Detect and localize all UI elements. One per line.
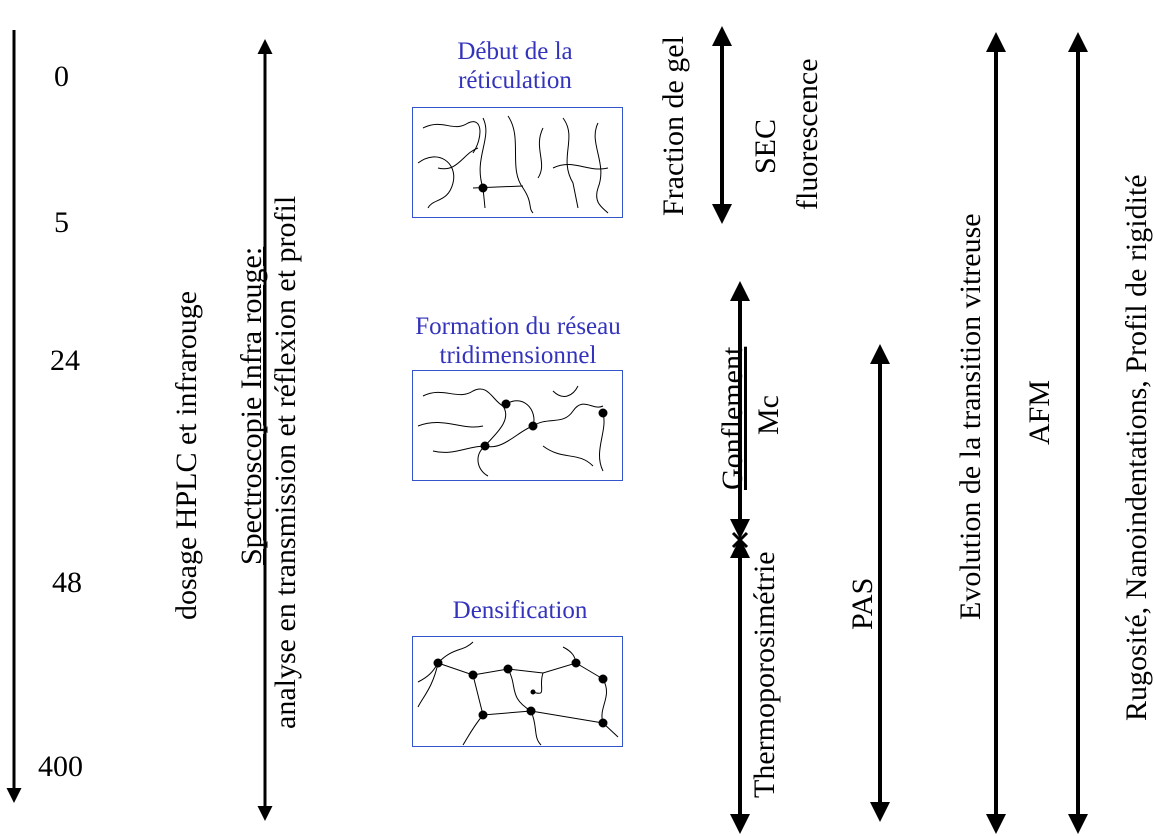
time-tick-0: 0 — [54, 60, 69, 93]
hplc-label: dosage HPLC et infrarouge — [170, 290, 203, 620]
stage-2-network-image — [412, 370, 623, 481]
swelling-label: Gonflement — [716, 346, 749, 490]
stage-1-title: Début de la réticulation — [410, 38, 620, 96]
stage-2-title-line2: tridimensionnel — [439, 341, 597, 369]
stage-1-network-image — [412, 107, 623, 218]
mc-label: Mc — [752, 395, 785, 435]
stage-1-title-line1: Début de la — [457, 38, 573, 65]
afm-label: AFM — [1023, 379, 1056, 445]
stage-2-title: Formation du réseau tridimensionnel — [383, 313, 653, 371]
stage-3-title-line1: Densification — [452, 597, 588, 624]
stage-2-title-line1: Formation du réseau — [415, 313, 621, 340]
time-tick-24: 24 — [50, 344, 80, 377]
stage-1-title-line2: réticulation — [458, 66, 572, 94]
time-tick-48: 48 — [52, 566, 82, 599]
thermoporosimetry-label: Thermoporosimétrie — [748, 551, 781, 798]
fluorescence-label: fluorescence — [791, 58, 824, 210]
sec-label: SEC — [749, 118, 782, 174]
stage-3-title: Densification — [400, 597, 640, 626]
pas-label: PAS — [846, 577, 879, 630]
tg-label: Evolution de la transition vitreuse — [954, 213, 987, 620]
time-tick-400: 400 — [38, 750, 83, 783]
time-tick-5: 5 — [54, 206, 69, 239]
stage-3-network-image — [412, 636, 623, 747]
roughness-label: Rugosité, Nanoindentations, Profil de ri… — [1120, 174, 1153, 721]
ir-label-line1: Spectroscopie Infra rouge: — [235, 246, 268, 565]
ir-label-line2: analyse en transmission et réflexion et … — [269, 195, 302, 729]
gel-fraction-label: Fraction de gel — [657, 36, 690, 216]
